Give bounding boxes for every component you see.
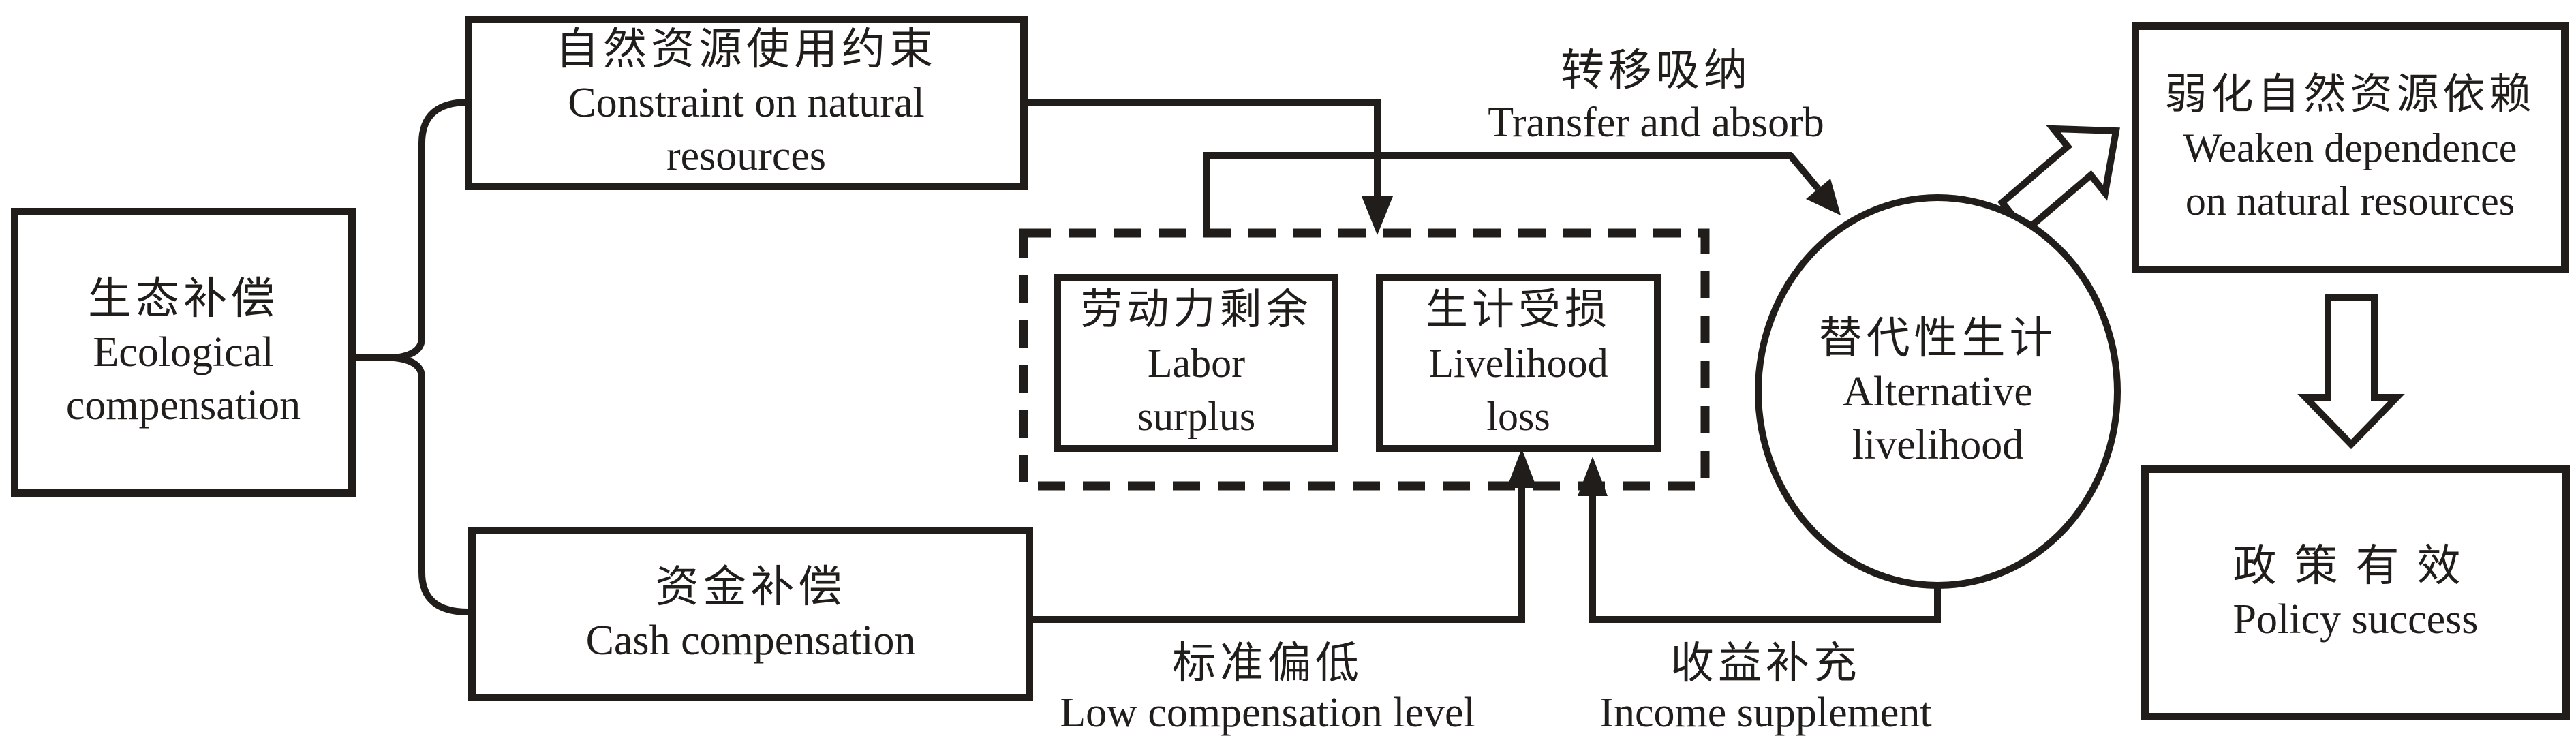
edge-label-low-compensation-en: Low compensation level — [1060, 690, 1475, 736]
node-labor-surplus: 劳动力剩余 Labor surplus — [1054, 274, 1338, 452]
node-alternative-livelihood-circle: 替代性生计 Alternative livelihood — [1755, 194, 2121, 589]
node-ecological-en1: Ecological — [93, 329, 274, 375]
node-loss-en1: Livelihood — [1428, 340, 1608, 386]
node-loss-zh: 生计受损 — [1425, 286, 1611, 333]
node-constraint-zh: 自然资源使用约束 — [555, 25, 937, 74]
constraint-arrowhead — [1362, 196, 1393, 235]
constraint-to-module-line — [1027, 99, 1381, 199]
edge-label-low-compensation-zh: 标准偏低 — [1172, 639, 1363, 688]
node-weaken-en2: on natural resources — [2185, 179, 2515, 224]
node-labor-en2: surplus — [1137, 393, 1256, 439]
node-alternative-zh: 替代性生计 — [1818, 313, 2057, 363]
transfer-arrowhead — [1806, 179, 1841, 215]
node-loss-en2: loss — [1486, 393, 1550, 439]
node-alternative-en2: livelihood — [1852, 421, 2024, 468]
node-ecological-en2: compensation — [65, 382, 301, 429]
node-labor-en1: Labor — [1147, 340, 1246, 386]
income-line — [1589, 493, 1941, 623]
circle-to-weaken-hollow-arrow — [1997, 125, 2120, 236]
node-policy-success: 政策有效 Policy success — [2141, 465, 2570, 720]
transfer-line — [1203, 152, 1821, 233]
node-weaken-zh: 弱化自然资源依赖 — [2164, 72, 2536, 118]
node-weaken-en1: Weaken dependence — [2183, 125, 2517, 170]
edge-label-transfer: 转移吸纳 Transfer and absorb — [1488, 45, 1824, 149]
node-policy-zh: 政策有效 — [2233, 542, 2479, 590]
node-constraint-natural-resources: 自然资源使用约束 Constraint on natural resources — [465, 16, 1028, 190]
brace-connector — [393, 99, 469, 615]
node-livelihood-loss: 生计受损 Livelihood loss — [1376, 274, 1661, 452]
edge-label-income-supplement-en: Income supplement — [1599, 690, 1932, 736]
livelihood-module-dashed-box — [1019, 228, 1710, 491]
node-labor-zh: 劳动力剩余 — [1080, 286, 1313, 333]
node-ecological-zh: 生态补偿 — [88, 275, 279, 323]
node-policy-en1: Policy success — [2233, 596, 2479, 643]
lowcomp-arrowhead — [1507, 448, 1537, 488]
node-ecological-compensation: 生态补偿 Ecological compensation — [11, 208, 356, 497]
edge-label-income-supplement-zh: 收益补充 — [1670, 639, 1861, 688]
node-alternative-en1: Alternative — [1843, 368, 2033, 415]
node-constraint-en1: Constraint on natural — [568, 80, 925, 126]
node-cash-zh: 资金补偿 — [655, 563, 846, 611]
lowcomp-line — [1032, 485, 1525, 623]
weaken-to-policy-hollow-arrow — [2297, 294, 2405, 450]
edge-label-low-compensation: 标准偏低 Low compensation level — [1060, 639, 1475, 736]
edge-label-transfer-en: Transfer and absorb — [1488, 99, 1824, 146]
node-constraint-en2: resources — [666, 133, 827, 179]
edge-label-transfer-zh: 转移吸纳 — [1560, 46, 1751, 95]
edge-label-income-supplement: 收益补充 Income supplement — [1599, 639, 1931, 736]
node-cash-compensation: 资金补偿 Cash compensation — [468, 527, 1033, 701]
node-weaken-dependence: 弱化自然资源依赖 Weaken dependence on natural re… — [2132, 22, 2569, 273]
node-cash-en1: Cash compensation — [585, 617, 916, 664]
